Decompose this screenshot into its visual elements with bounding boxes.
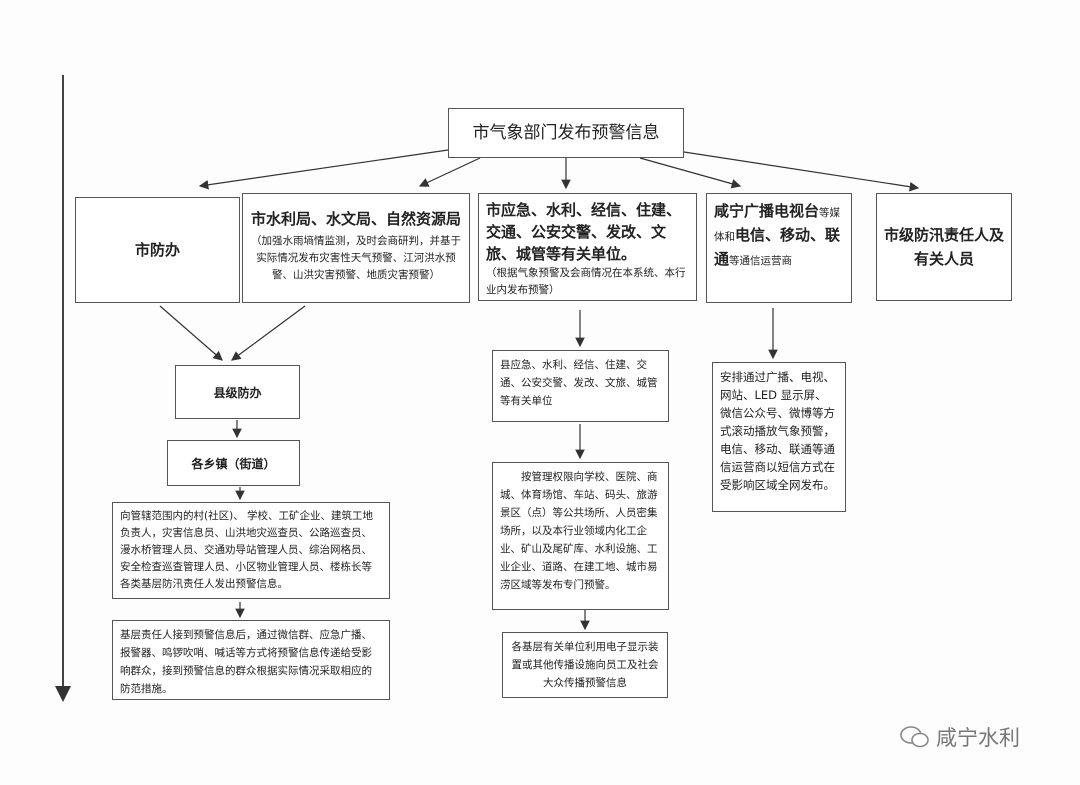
county-units-text: 县应急、水利、经信、住建、交通、公安交警、发改、文旅、城管等有关单位 (500, 359, 658, 407)
display-text: 各基层有关单位利用电子显示装置或其他传播设施向员工及社会大众传播预警信息 (511, 641, 659, 689)
notify-box: 向管辖范围内的村(社区)、 学校、工矿企业、建筑工地负责人，灾害信息员、山洪地灾… (112, 502, 390, 599)
special-warning-box: 按管理权限向学校、医院、商城、体育场馆、车站、码头、旅游景区（点）等公共场所、人… (492, 462, 669, 610)
responsible-persons-label: 市级防汛责任人及有关人员 (884, 226, 1005, 268)
county-office-box: 县级防办 (175, 365, 300, 419)
towns-box: 各乡镇（街道） (167, 440, 300, 486)
water-bureau-box: 市水利局、水文局、自然资源局 （加强水雨墒情监测，及时会商研判，并基于实际情况发… (242, 193, 470, 303)
city-office-box: 市防办 (75, 197, 240, 303)
broadcast-box: 安排通过广播、电视、网站、LED 显示屏、微信公众号、微博等方式滚动播放气象预警… (712, 362, 846, 512)
special-warning-text: 按管理权限向学校、医院、商城、体育场馆、车站、码头、旅游景区（点）等公共场所、人… (500, 471, 658, 591)
media-t2: 等媒体和 (714, 207, 841, 243)
grassroots-box: 基层责任人接到预警信息后，通过微信群、应急广播、报警器、鸣锣吹哨、喊话等方式将预… (112, 620, 390, 700)
wechat-icon (900, 726, 929, 748)
emergency-units-note: （根据气象预警及会商情况在本系统、本行业内发布预警） (486, 267, 686, 296)
county-office-label: 县级防办 (213, 385, 262, 400)
water-bureau-note: （加强水雨墒情监测，及时会商研判，并基于实际情况发布灾害性天气预警、江河洪水预警… (251, 235, 461, 281)
responsible-persons-box: 市级防汛责任人及有关人员 (876, 193, 1012, 301)
media-t1: 咸宁广播电视台 (714, 202, 820, 220)
emergency-units-box: 市应急、水利、经信、住建、交通、公安交警、发改、文旅、城管等有关单位。 （根据气… (478, 193, 697, 301)
weather-bureau-label: 市气象部门发布预警信息 (472, 123, 660, 143)
media-t4: 等通信运营商 (729, 255, 793, 267)
county-units-box: 县应急、水利、经信、住建、交通、公安交警、发改、文旅、城管等有关单位 (492, 350, 669, 422)
watermark: 咸宁水利 (900, 722, 1020, 752)
weather-bureau-box: 市气象部门发布预警信息 (448, 108, 684, 158)
grassroots-text: 基层责任人接到预警信息后，通过微信群、应急广播、报警器、鸣锣吹哨、喊话等方式将预… (120, 629, 372, 695)
towns-label: 各乡镇（街道） (191, 456, 276, 471)
media-t3: 电信、移动、联通 (714, 226, 841, 268)
city-office-label: 市防办 (134, 241, 180, 259)
watermark-text: 咸宁水利 (936, 726, 1020, 750)
media-box: 咸宁广播电视台等媒体和电信、移动、联通等通信运营商 (706, 193, 852, 303)
notify-text: 向管辖范围内的村(社区)、 学校、工矿企业、建筑工地负责人，灾害信息员、山洪地灾… (120, 510, 374, 590)
display-box: 各基层有关单位利用电子显示装置或其他传播设施向员工及社会大众传播预警信息 (502, 632, 668, 698)
broadcast-text: 安排通过广播、电视、网站、LED 显示屏、微信公众号、微博等方式滚动播放气象预警… (720, 370, 835, 492)
emergency-units-title: 市应急、水利、经信、住建、交通、公安交警、发改、文旅、城管等有关单位。 (486, 201, 682, 263)
water-bureau-title: 市水利局、水文局、自然资源局 (250, 210, 461, 228)
